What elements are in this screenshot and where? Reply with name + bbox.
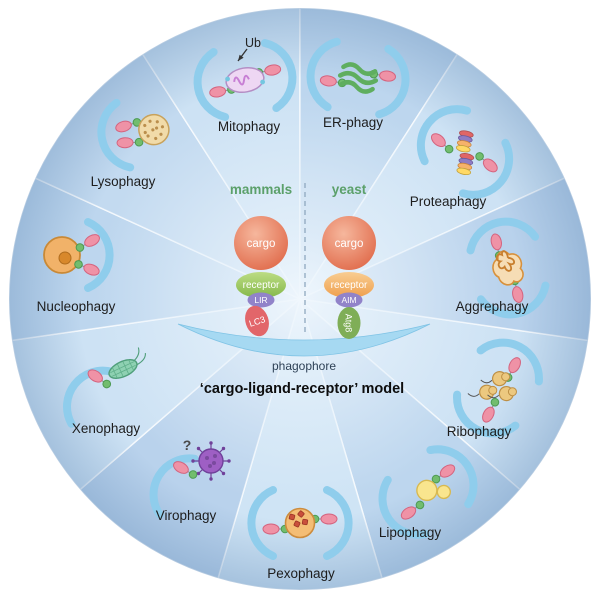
- cargo-sphere: [322, 216, 376, 270]
- bacterium-icon: [108, 347, 146, 379]
- segment-lysophagy: [95, 93, 170, 172]
- label-aggrephagy: Aggrephagy: [456, 299, 529, 314]
- ribosome-icon: [467, 371, 517, 402]
- yeast-cargo-label: cargo: [335, 238, 364, 250]
- segment-mitophagy: Ub: [192, 36, 297, 121]
- segment-nucleophagy: [43, 222, 110, 288]
- nucleus-icon: [43, 236, 81, 274]
- segment-er-phagy: [306, 39, 409, 118]
- peroxisome-icon: [284, 507, 316, 539]
- ubiquitin-arrow-icon: [237, 48, 248, 62]
- label-virophagy: Virophagy: [156, 508, 217, 523]
- lipid-droplet-icon: [416, 479, 452, 502]
- lir-label: LIR: [254, 295, 267, 305]
- virus-icon: [191, 441, 231, 481]
- lysosome-icon: [138, 113, 170, 146]
- model-title: ‘cargo-ligand-receptor’ model: [200, 381, 404, 397]
- lc3-oval: LC3: [245, 305, 269, 337]
- label-mitophagy: Mitophagy: [218, 119, 281, 134]
- aim-motif-oval: [335, 292, 363, 308]
- segment-ribophagy: [447, 331, 549, 444]
- segment-aggrephagy: [466, 216, 550, 321]
- phagophore-label: phagophore: [272, 359, 336, 373]
- aim-label: AIM: [341, 295, 356, 305]
- ubiquitin-label: Ub: [245, 36, 261, 50]
- label-proteaphagy: Proteaphagy: [410, 194, 487, 209]
- receptor-oval: [236, 272, 286, 298]
- unknown-receptor-label: ?: [183, 437, 192, 453]
- label-lysophagy: Lysophagy: [91, 174, 156, 189]
- yeast-label: yeast: [332, 182, 367, 197]
- mitochondrion-icon: [225, 66, 266, 94]
- label-lipophagy: Lipophagy: [379, 525, 442, 540]
- segment-proteaphagy: [408, 97, 522, 207]
- phagophore-crescent: [177, 323, 431, 357]
- mammal-cargo-label: cargo: [247, 238, 276, 250]
- mammal-cargo-stack: cargo receptor LIR: [234, 216, 288, 308]
- atg8-oval: Atg8: [337, 307, 361, 339]
- yeast-cargo-stack: cargo receptor AIM: [322, 216, 376, 308]
- endoplasmic-reticulum-icon: [337, 62, 379, 94]
- segment-xenophagy: [54, 347, 146, 424]
- receptor-chain-icon: [116, 136, 144, 149]
- label-pexophagy: Pexophagy: [267, 566, 335, 581]
- mammals-label: mammals: [230, 182, 292, 197]
- wheel-center-glow: [95, 94, 505, 504]
- segment-lipophagy: [370, 438, 486, 547]
- segment-virophagy: ?: [142, 437, 231, 515]
- cargo-sphere: [234, 216, 288, 270]
- atg8-label: Atg8: [344, 314, 354, 333]
- lc3-label: LC3: [248, 314, 267, 329]
- label-xenophagy: Xenophagy: [72, 421, 141, 436]
- label-er-phagy: ER-phagy: [323, 115, 383, 130]
- lir-motif-oval: [247, 292, 275, 308]
- label-nucleophagy: Nucleophagy: [37, 299, 116, 314]
- label-ribophagy: Ribophagy: [447, 424, 512, 439]
- yeast-receptor-label: receptor: [331, 280, 368, 291]
- mammal-receptor-label: receptor: [243, 280, 280, 291]
- protein-aggregate-icon: [492, 250, 524, 286]
- segment-pexophagy: [251, 490, 348, 556]
- center-model: mammals yeast cargo receptor LIR cargo r…: [177, 182, 431, 397]
- proteasome-icon: [455, 130, 475, 176]
- receptor-oval: [324, 272, 374, 298]
